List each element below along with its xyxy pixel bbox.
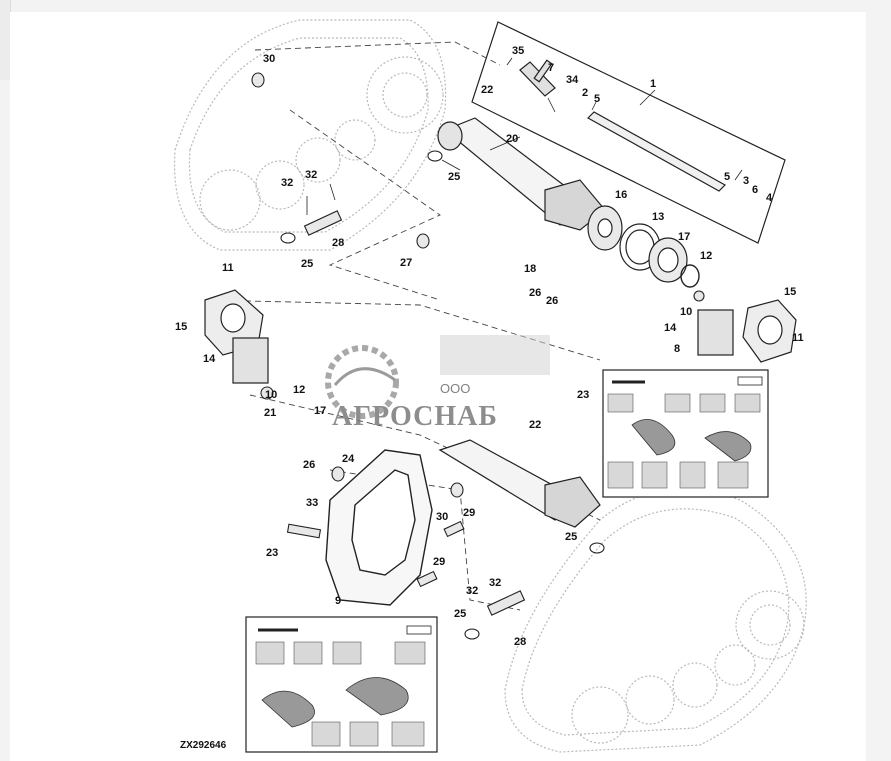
leader-lines <box>306 57 743 215</box>
callout-27: 27 <box>400 257 412 269</box>
callout-17: 17 <box>314 405 326 417</box>
callout-32: 32 <box>305 169 317 181</box>
callout-22: 22 <box>529 419 541 431</box>
shaft-rod-1 <box>587 111 726 192</box>
callout-33: 33 <box>306 497 318 509</box>
callout-11: 11 <box>222 262 234 274</box>
callout-35: 35 <box>512 45 524 57</box>
track-assembly-lower <box>504 488 807 753</box>
watermark-company-form: ООО <box>440 381 470 396</box>
callout-26: 26 <box>529 287 541 299</box>
callout-20: 20 <box>506 133 518 145</box>
callout-25: 25 <box>565 531 577 543</box>
bearing-17 <box>648 237 688 283</box>
callout-1: 1 <box>650 78 656 90</box>
callout-29: 29 <box>463 507 475 519</box>
company-watermark: ООО АГРОСНАБ <box>325 335 550 432</box>
service-guide-card-8 <box>602 369 769 498</box>
callout-18: 18 <box>524 263 536 275</box>
callout-2: 2 <box>582 87 588 99</box>
callout-30: 30 <box>263 53 275 65</box>
callout-8: 8 <box>674 343 680 355</box>
callout-13: 13 <box>652 211 664 223</box>
callout-28: 28 <box>514 636 526 648</box>
callout-5: 5 <box>594 93 600 105</box>
callout-32: 32 <box>281 177 293 189</box>
callout-21: 21 <box>264 407 276 419</box>
callout-12: 12 <box>293 384 305 396</box>
callout-9: 9 <box>335 595 341 607</box>
callout-26: 26 <box>303 459 315 471</box>
callout-24: 24 <box>342 453 355 465</box>
callout-12: 12 <box>700 250 712 262</box>
flange-16 <box>587 205 623 251</box>
callout-26: 26 <box>546 295 558 307</box>
callout-14: 14 <box>203 353 216 365</box>
callout-25: 25 <box>448 171 460 183</box>
callout-29: 29 <box>433 556 445 568</box>
snap-ring-12 <box>680 264 700 288</box>
drive-shaft-lower <box>438 439 601 528</box>
callout-6: 6 <box>752 184 758 196</box>
callout-labels: 1 2 3 4 5 5 6 7 8 9 10 10 11 11 12 12 13… <box>175 45 804 648</box>
callout-3: 3 <box>743 175 749 187</box>
callout-15: 15 <box>175 321 187 333</box>
callout-16: 16 <box>615 189 627 201</box>
callout-17: 17 <box>678 231 690 243</box>
callout-11: 11 <box>792 332 804 344</box>
shaft-kit-box <box>471 21 786 244</box>
callout-22: 22 <box>481 84 493 96</box>
callout-32: 32 <box>466 585 478 597</box>
callout-5: 5 <box>724 171 730 183</box>
callout-32: 32 <box>489 577 501 589</box>
mounting-plate-33 <box>325 449 433 606</box>
callout-15: 15 <box>784 286 796 298</box>
callout-25: 25 <box>454 608 466 620</box>
drive-shaft-upper <box>437 117 606 231</box>
small-parts <box>251 72 705 640</box>
callout-25: 25 <box>301 258 313 270</box>
callout-7: 7 <box>548 62 554 74</box>
callout-10: 10 <box>265 389 277 401</box>
service-guide-card-9 <box>245 616 438 753</box>
callout-14: 14 <box>664 322 677 334</box>
callout-23: 23 <box>266 547 278 559</box>
callout-30: 30 <box>436 511 448 523</box>
track-assembly-upper <box>173 19 447 251</box>
watermark-company-name: АГРОСНАБ <box>332 401 498 432</box>
callout-28: 28 <box>332 237 344 249</box>
grease-fitting-7 <box>519 59 556 97</box>
bracket-left <box>204 289 269 384</box>
callout-23: 23 <box>577 389 589 401</box>
bracket-right <box>697 299 797 363</box>
drawing-code: ZX292646 <box>180 740 227 751</box>
callout-34: 34 <box>566 74 579 86</box>
callout-4: 4 <box>766 192 773 204</box>
callout-10: 10 <box>680 306 692 318</box>
